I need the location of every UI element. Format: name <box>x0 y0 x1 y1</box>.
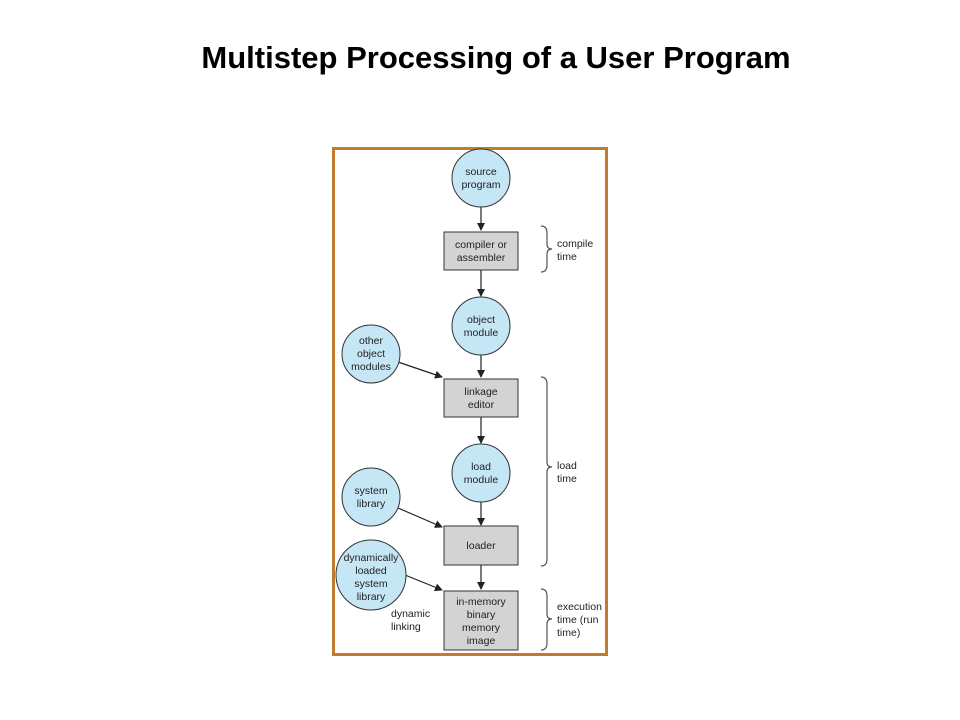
brace-execution-time <box>540 588 553 651</box>
svg-text:loader: loader <box>466 540 496 552</box>
edge-system-library-to-loader <box>397 507 443 528</box>
edges <box>397 207 485 592</box>
node-loader: loader <box>443 525 519 566</box>
edge-other-modules-to-linkage <box>397 361 443 379</box>
edge-dynamic-library-to-memory <box>404 574 443 592</box>
brace-compile-time <box>540 225 553 273</box>
slide-title: Multistep Processing of a User Program <box>201 40 791 75</box>
brace-load-time <box>540 376 553 567</box>
